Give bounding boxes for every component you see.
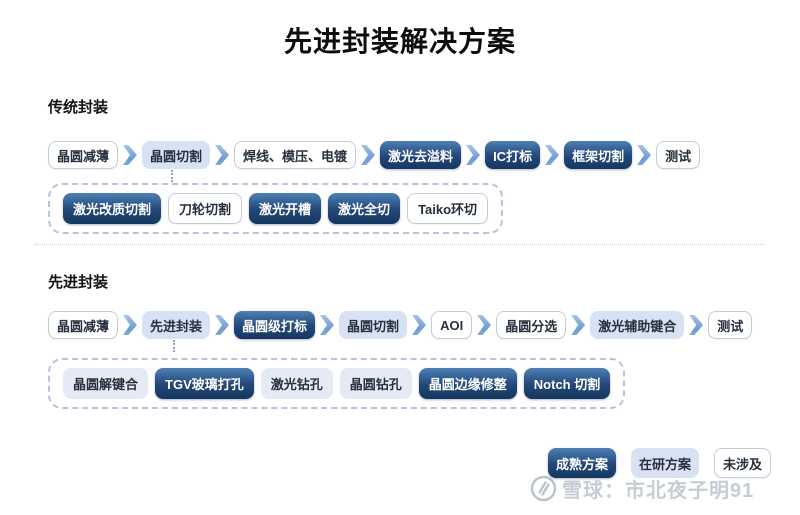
- legend-item: 成熟方案: [548, 448, 617, 478]
- watermark-text: 雪球：市北夜子明91: [562, 480, 755, 502]
- page-title: 先进封装解决方案: [283, 26, 516, 57]
- flow-step-box: IC打标: [485, 141, 541, 169]
- flow-step-box: 晶圆分选: [496, 311, 567, 339]
- section-divider: [35, 244, 765, 245]
- sub-step-box: 晶圆边缘修整: [418, 368, 517, 399]
- flow-step-box: 激光辅助键合: [590, 311, 685, 339]
- flow-step-box: 焊线、模压、电镀: [234, 141, 357, 169]
- flow-step-box: 测试: [708, 311, 753, 339]
- legend-item: 未涉及: [714, 448, 772, 478]
- dotted-connector: [171, 170, 173, 182]
- flow-chevron-icon: [571, 315, 586, 335]
- section-label-advanced-packaging: 先进封装: [48, 274, 109, 291]
- flow-chevron-icon: [466, 145, 481, 165]
- flow-chevron-icon: [477, 315, 492, 335]
- flow-chevron-icon: [637, 145, 652, 165]
- flow-chevron-icon: [215, 315, 230, 335]
- legend-item: 在研方案: [631, 448, 700, 478]
- xueqiu-logo-icon: [530, 475, 557, 502]
- flow-step-box: 框架切割: [564, 141, 633, 169]
- sub-step-box: 激光全切: [328, 193, 401, 224]
- sub-step-box: Notch 切割: [523, 368, 611, 399]
- sub-step-box: 激光改质切割: [63, 193, 162, 224]
- flow-step-box: 激光去溢料: [380, 141, 462, 169]
- flow-chevron-icon: [412, 315, 427, 335]
- flow-step-box: 先进封装: [142, 311, 211, 339]
- watermark: 雪球：市北夜子明91: [530, 474, 754, 503]
- dotted-connector: [173, 340, 175, 352]
- legend: 成熟方案在研方案未涉及: [548, 448, 772, 478]
- sub-step-box: 激光钻孔: [260, 368, 333, 399]
- flow-step-box: 晶圆级打标: [234, 311, 316, 339]
- flow-chevron-icon: [689, 315, 704, 335]
- sub-step-box: 激光开槽: [249, 193, 322, 224]
- flow-chevron-icon: [320, 315, 335, 335]
- flow-step-box: 晶圆减薄: [48, 141, 119, 169]
- flow-step-box: 晶圆切割: [339, 311, 408, 339]
- flow-chevron-icon: [545, 145, 560, 165]
- sub-step-box: 刀轮切割: [168, 193, 243, 224]
- section-label-traditional-packaging: 传统封装: [48, 99, 109, 116]
- flow-step-box: 测试: [656, 141, 701, 169]
- flow-step-box: 晶圆减薄: [48, 311, 119, 339]
- sub-step-box: 晶圆解键合: [63, 368, 149, 399]
- sub-step-box: TGV玻璃打孔: [155, 368, 254, 399]
- flow-step-box: AOI: [431, 311, 473, 339]
- flow-step-box: 晶圆切割: [142, 141, 211, 169]
- flow-chevron-icon: [361, 145, 376, 165]
- traditional-flow-row: 晶圆减薄晶圆切割焊线、模压、电镀激光去溢料 IC打标框架切割测试: [48, 141, 701, 169]
- sub-step-box: 晶圆钻孔: [339, 368, 412, 399]
- advanced-flow-row: 晶圆减薄先进封装晶圆级打标晶圆切割 AOI 晶圆分选激光辅助键合测试: [48, 311, 753, 339]
- flow-chevron-icon: [215, 145, 230, 165]
- flow-chevron-icon: [123, 315, 138, 335]
- flow-chevron-icon: [123, 145, 138, 165]
- sub-step-box: Taiko环切: [407, 193, 489, 224]
